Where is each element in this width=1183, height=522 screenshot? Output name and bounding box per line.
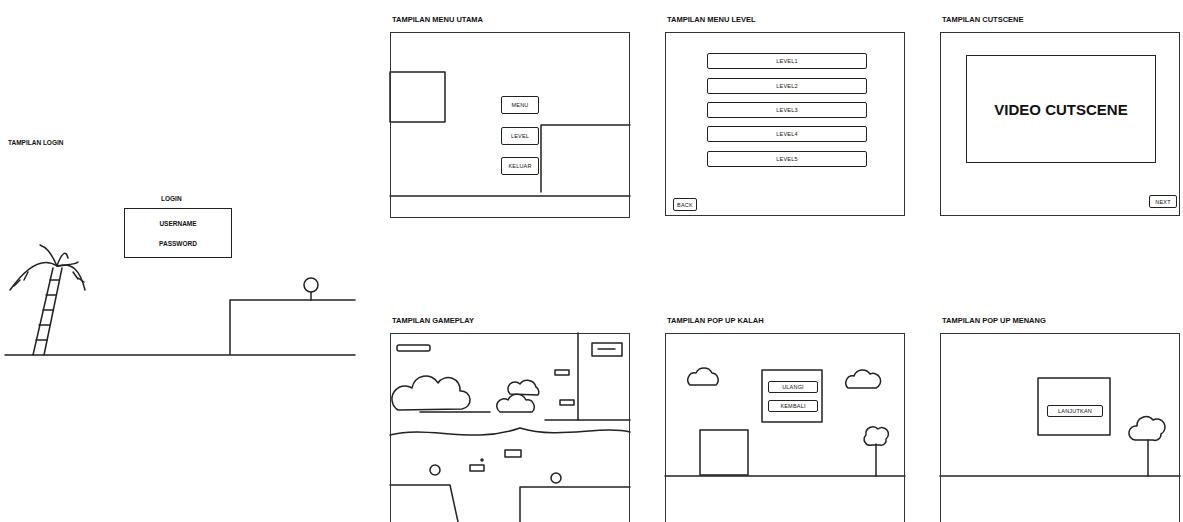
level-button: LEVEL4 bbox=[707, 126, 867, 142]
button-label: USERNAME bbox=[159, 220, 196, 227]
next-button: NEXT bbox=[1149, 195, 1177, 208]
screen-frame: TAMPILAN GAMEPLAY bbox=[390, 333, 630, 522]
menu-scene bbox=[390, 72, 630, 196]
screen-title: TAMPILAN LOGIN bbox=[8, 139, 64, 146]
level-button: LEVEL5 bbox=[707, 151, 867, 167]
screen-title: TAMPILAN POP UP MENANG bbox=[942, 316, 1046, 325]
button-label: ULANGI bbox=[782, 384, 804, 390]
win-scene bbox=[940, 378, 1180, 476]
screen-frame: TAMPILAN MENU LEVELLEVEL1LEVEL2LEVEL3LEV… bbox=[665, 32, 905, 216]
button-label: LEVEL3 bbox=[776, 107, 797, 113]
button-label: LEVEL bbox=[511, 133, 529, 139]
login-scene bbox=[5, 245, 355, 355]
screen-frame: TAMPILAN POP UP KALAHULANGIKEMBALI bbox=[665, 333, 905, 522]
screen-frame: TAMPILAN MENU UTAMAMENULEVELKELUAR bbox=[390, 32, 630, 218]
level-button: LEVEL1 bbox=[707, 53, 867, 69]
button-label: PASSWORD bbox=[159, 240, 197, 247]
login-form: LOGINUSERNAMEPASSWORD bbox=[124, 208, 232, 258]
button-label: LEVEL4 bbox=[776, 131, 797, 137]
popup-button: LANJUTKAN bbox=[1047, 405, 1103, 417]
screen-title: TAMPILAN GAMEPLAY bbox=[392, 316, 474, 325]
menu-button: LEVEL bbox=[501, 127, 539, 145]
screen-frame: TAMPILAN CUTSCENEVIDEO CUTSCENENEXT bbox=[940, 32, 1180, 216]
video-box: VIDEO CUTSCENE bbox=[966, 55, 1156, 163]
back-button: BACK bbox=[673, 198, 697, 211]
button-label: LEVEL1 bbox=[776, 58, 797, 64]
button-label: NEXT bbox=[1155, 199, 1170, 205]
screen-title: LOGIN bbox=[161, 195, 182, 202]
button-label: LEVEL5 bbox=[776, 156, 797, 162]
button-label: KELUAR bbox=[508, 163, 531, 169]
screen-title: TAMPILAN MENU LEVEL bbox=[667, 15, 756, 24]
popup-button: KEMBALI bbox=[768, 400, 818, 412]
screen-title: TAMPILAN MENU UTAMA bbox=[392, 15, 483, 24]
button-label: MENU bbox=[512, 102, 529, 108]
gameplay-scene bbox=[390, 333, 630, 522]
screen-frame: TAMPILAN POP UP MENANGLANJUTKAN bbox=[940, 333, 1180, 522]
menu-button: MENU bbox=[501, 96, 539, 114]
button-label: LANJUTKAN bbox=[1058, 408, 1092, 414]
menu-button: KELUAR bbox=[501, 157, 539, 175]
popup-button: ULANGI bbox=[768, 381, 818, 393]
level-button: LEVEL3 bbox=[707, 102, 867, 118]
screen-title: TAMPILAN CUTSCENE bbox=[942, 15, 1024, 24]
lose-scene bbox=[665, 368, 905, 476]
button-label: LEVEL2 bbox=[776, 83, 797, 89]
button-label: KEMBALI bbox=[780, 403, 805, 409]
screen-title: TAMPILAN POP UP KALAH bbox=[667, 316, 764, 325]
button-label: BACK bbox=[677, 202, 693, 208]
button-label: VIDEO CUTSCENE bbox=[994, 101, 1127, 118]
level-button: LEVEL2 bbox=[707, 78, 867, 94]
